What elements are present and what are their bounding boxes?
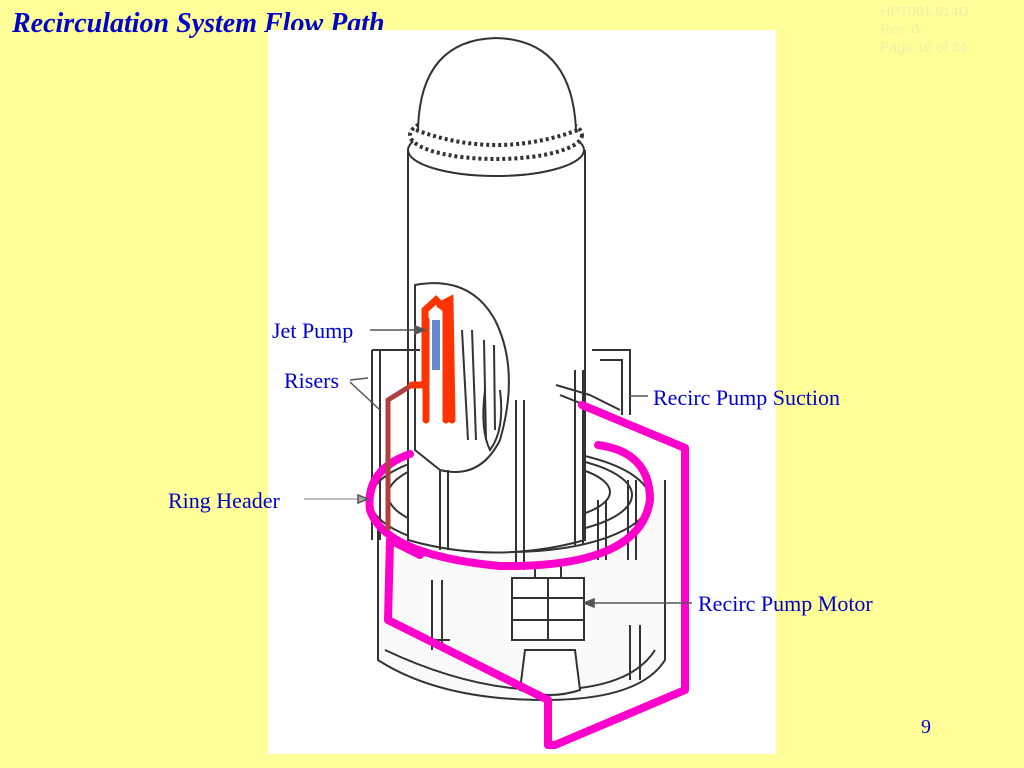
riser-pipe-right xyxy=(574,370,584,545)
leader-lines xyxy=(304,324,692,609)
ring-header-pipe xyxy=(365,441,654,571)
internal-jet-pump-tail xyxy=(482,389,503,452)
label-jet-pump: Jet Pump xyxy=(272,318,354,343)
doc-revision: Rev. 0 xyxy=(880,21,920,37)
label-recirc-pump-motor: Recirc Pump Motor xyxy=(698,591,873,616)
doc-id: HPT001.014D xyxy=(880,3,969,19)
jet-pump-flow xyxy=(408,294,456,424)
recirc-discharge-pipe xyxy=(384,536,552,749)
suction-pipe-right xyxy=(592,349,631,415)
risers-leader-2 xyxy=(349,381,381,411)
document-reference: HPT001.014D Rev. 0 Page 10 of 34 xyxy=(880,2,969,56)
pump-stand-right xyxy=(627,480,641,680)
jet-pump-throat xyxy=(432,320,440,370)
label-recirc-pump-suction: Recirc Pump Suction xyxy=(653,385,840,410)
internal-jet-pump-1 xyxy=(461,329,496,441)
doc-page: Page 10 of 34 xyxy=(880,39,968,55)
riser-pipe-center xyxy=(515,400,525,570)
jet-pump-outer-leg xyxy=(436,294,456,424)
recirc-suction-pipe xyxy=(544,401,689,749)
pump-motor-lines xyxy=(512,578,584,640)
vessel-dome xyxy=(417,36,577,131)
label-ring-header: Ring Header xyxy=(168,488,280,513)
risers-leader-1 xyxy=(349,377,369,381)
recirculation-loop xyxy=(365,401,689,749)
vessel-drawing xyxy=(369,36,666,702)
slide-number: 9 xyxy=(921,716,931,738)
label-risers: Risers xyxy=(284,368,339,393)
dome-bolt-ring xyxy=(415,128,579,147)
riser-flow xyxy=(385,382,414,530)
riser-pipe-mid xyxy=(439,470,449,550)
